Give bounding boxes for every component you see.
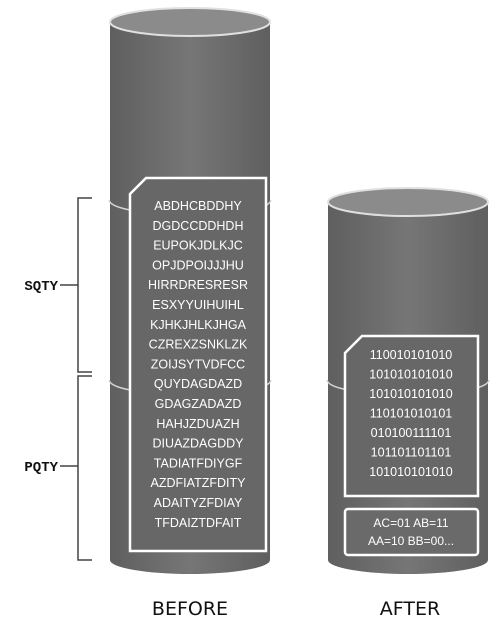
before-data-line: QUYDAGDAZD [154, 377, 242, 391]
before-data-line: KJHKJHLKJHGA [150, 318, 247, 332]
before-data-line: EUPOKJDLKJC [153, 239, 243, 253]
before-data-line: GDAGZADAZD [155, 397, 242, 411]
after-data-line: 010100111101 [371, 426, 452, 440]
before-data-line: DGDCCDDHDH [153, 219, 244, 233]
after-data-line: 110101010101 [370, 407, 453, 421]
before-data-line: ABDHCBDDHY [154, 199, 242, 213]
before-data-line: ZOIJSYTVDFCC [151, 357, 245, 371]
pqty-label: PQTY [24, 460, 58, 476]
before-data-line: TFDAIZTDFAIT [155, 516, 242, 530]
before-data-text: ABDHCBDDHY DGDCCDDHDH EUPOKJDLKJC OPJDPOIJJ… [148, 199, 248, 530]
after-data-text: 110010101010 101010101010 101010101010 1101… [369, 348, 452, 479]
after-caption: AFTER [380, 598, 440, 620]
after-data-card [343, 334, 480, 498]
sqty-label: SQTY [24, 279, 58, 295]
before-cylinder-lid [109, 7, 271, 37]
before-data-line: HAHJZDUAZH [156, 417, 239, 431]
after-data-line: 101101101101 [371, 446, 452, 460]
dictionary-line: AC=01 AB=11 [373, 516, 448, 530]
dictionary-card [343, 507, 480, 557]
before-data-line: OPJDPOIJJJHU [152, 258, 244, 272]
after-data-line: 101010101010 [369, 387, 452, 401]
after-data-line: 110010101010 [370, 348, 453, 362]
before-segment-top [110, 22, 270, 214]
dictionary-line: AA=10 BB=00... [368, 534, 454, 548]
before-data-line: ESXYYUIHUIHL [152, 298, 244, 312]
sqty-bracket [60, 197, 92, 373]
after-cylinder-lid [327, 187, 489, 217]
before-data-line: HIRRDRESRESR [148, 278, 248, 292]
before-data-line: AZDFIATZFDITY [151, 476, 247, 490]
before-data-line: TADIATFDIYGF [154, 456, 243, 470]
before-caption: BEFORE [152, 598, 228, 620]
before-data-card [128, 176, 268, 553]
before-data-line: ADAITYZFDIAY [154, 496, 243, 510]
before-data-line: DIUAZDAGDDY [153, 437, 245, 451]
after-data-line: 101010101010 [369, 465, 452, 479]
after-data-line: 101010101010 [369, 368, 452, 382]
before-data-line: CZREXZSNKLZK [149, 338, 248, 352]
pqty-bracket [60, 375, 92, 561]
